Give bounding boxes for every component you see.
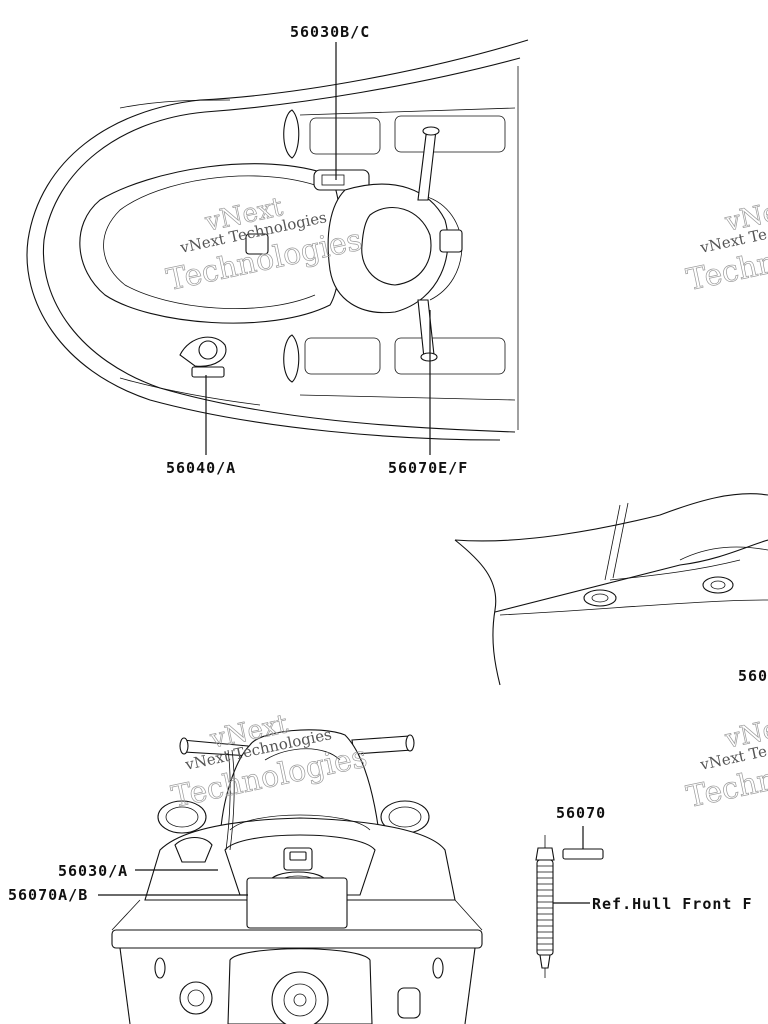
label-56070ab: 56070A/B bbox=[8, 886, 88, 904]
watermark-2: vNext vNext Te Techn bbox=[683, 192, 768, 299]
watermark-4: vNext vNext Te Techn bbox=[683, 709, 768, 816]
top-view-watercraft bbox=[26, 39, 529, 441]
decal-56070-marker bbox=[562, 848, 604, 860]
label-ref-hull-front: Ref.Hull Front F bbox=[592, 895, 753, 913]
svg-text:Techn: Techn bbox=[684, 245, 768, 298]
svg-text:Techn: Techn bbox=[684, 762, 768, 815]
side-view-seat bbox=[454, 493, 768, 686]
label-56030a: 56030/A bbox=[58, 862, 128, 880]
label-56030bc: 56030B/C bbox=[290, 23, 370, 41]
label-56070: 56070 bbox=[556, 804, 606, 822]
decal-56040-marker bbox=[191, 366, 225, 378]
rear-view-watercraft bbox=[111, 729, 483, 1024]
label-56070ef: 56070E/F bbox=[388, 459, 468, 477]
label-56040a: 56040/A bbox=[166, 459, 236, 477]
hull-front-spring bbox=[535, 835, 555, 978]
label-560-partial: 560 bbox=[738, 667, 768, 685]
